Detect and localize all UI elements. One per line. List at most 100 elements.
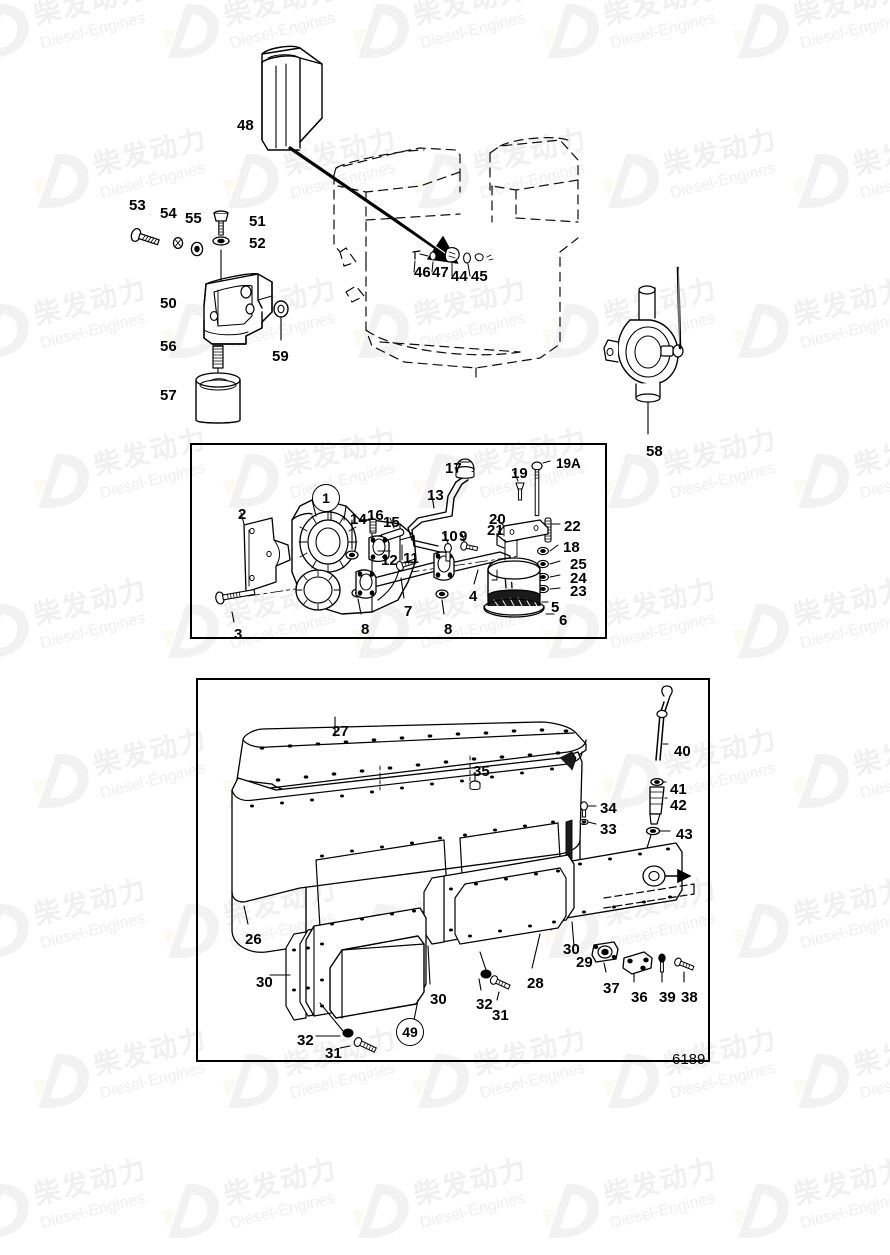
callout-47: 47 (432, 264, 449, 281)
callout-3: 3 (234, 626, 243, 643)
part-11-bolt (395, 558, 417, 572)
callout-55: 55 (185, 210, 202, 227)
callout-45: 45 (471, 268, 488, 285)
callout-21: 21 (487, 522, 504, 539)
part-48-filler-cap (261, 45, 323, 151)
callout-29: 29 (576, 954, 593, 971)
callout-48: 48 (237, 117, 254, 134)
callout-32: 32 (297, 1032, 314, 1049)
part-18-washer (536, 546, 550, 556)
callout-56: 56 (160, 338, 177, 355)
callout-11: 11 (403, 550, 419, 567)
callout-circled-49: 49 (396, 1018, 424, 1046)
callout-20: 20 (489, 511, 506, 528)
callout-26: 26 (245, 931, 262, 948)
callout-37: 37 (603, 980, 620, 997)
callout-18: 18 (563, 539, 580, 556)
callout-50: 50 (160, 295, 177, 312)
callout-51: 51 (249, 213, 266, 230)
callout-15: 15 (383, 514, 400, 531)
callout-8: 8 (444, 621, 453, 638)
callout-31: 31 (325, 1045, 342, 1062)
part-49-module (285, 907, 427, 1021)
part-39-bolt (658, 953, 666, 973)
part-35-plug (469, 780, 481, 790)
callout-23: 23 (570, 583, 587, 600)
part-58-sender (603, 266, 684, 403)
callout-13: 13 (427, 487, 444, 504)
callout-9: 9 (459, 528, 468, 545)
pipe-flange-left (355, 569, 377, 599)
part-51-bolt (213, 210, 229, 236)
callout-30: 30 (563, 941, 580, 958)
part-32-washer-b (480, 969, 492, 979)
callout-10: 10 (441, 528, 458, 545)
part-28-cover-middle (435, 854, 575, 945)
engine-block-ghost (333, 137, 579, 379)
callout-42: 42 (670, 797, 687, 814)
callout-12: 12 (381, 552, 398, 569)
callout-2: 2 (238, 506, 247, 523)
part-36-cover (622, 951, 653, 975)
part-38-bolt (674, 957, 695, 971)
callout-16: 16 (367, 507, 384, 524)
callout-33: 33 (600, 821, 617, 838)
callout-30: 30 (430, 991, 447, 1008)
diagram-artwork (130, 45, 695, 1053)
callout-17: 17 (445, 460, 462, 477)
callout-54: 54 (160, 205, 177, 222)
part-31-bolt-a (353, 1037, 377, 1053)
part-3-bolt (215, 589, 256, 605)
part-9-bolt (460, 541, 479, 552)
callout-57: 57 (160, 387, 177, 404)
part-19A-bolt (531, 461, 543, 517)
part-5-6-strainer (483, 539, 545, 618)
callout-19: 19 (511, 465, 528, 482)
part-8-washer-b (435, 589, 449, 599)
callout-30: 30 (256, 974, 273, 991)
callout-58: 58 (646, 443, 663, 460)
part-31-bolt-b (489, 975, 511, 990)
callout-38: 38 (681, 989, 698, 1006)
callout-46: 46 (414, 264, 431, 281)
part-53-bolt (130, 228, 160, 246)
part-10-bolt (444, 543, 452, 562)
callout-4: 4 (469, 588, 478, 605)
part-32-washer-a (342, 1028, 354, 1038)
part-52-washer (212, 236, 230, 246)
callout-41: 41 (670, 781, 687, 798)
part-33-washer (579, 818, 589, 826)
pipe-flange-right (433, 551, 455, 581)
part-19-pin (515, 482, 525, 501)
part-29-cover-right (559, 842, 692, 919)
callout-6: 6 (559, 612, 568, 629)
callout-32: 32 (476, 996, 493, 1013)
callout-43: 43 (676, 826, 693, 843)
callout-27: 27 (332, 723, 349, 740)
parts-44-47-group (412, 247, 494, 277)
part-2-gasket (243, 517, 291, 593)
callout-39: 39 (659, 989, 676, 1006)
callout-40: 40 (674, 743, 691, 760)
callout-8: 8 (361, 621, 370, 638)
callout-36: 36 (631, 989, 648, 1006)
part-34-bolt (580, 801, 588, 818)
part-54-washer (172, 236, 184, 250)
part-55-washer (190, 241, 204, 257)
callout-34: 34 (600, 800, 617, 817)
callout-31: 31 (492, 1007, 509, 1024)
part-14-washer (345, 550, 359, 560)
callout-28: 28 (527, 975, 544, 992)
callout-14: 14 (350, 511, 367, 528)
callout-24: 24 (570, 570, 587, 587)
callout-53: 53 (129, 197, 146, 214)
callout-circled-1: 1 (312, 484, 340, 512)
callout-7: 7 (404, 603, 413, 620)
part-56-nipple (212, 345, 224, 369)
part-59-oring (273, 300, 289, 318)
part-57-oil-filter (195, 372, 241, 424)
part-30-gasket-middle (423, 875, 445, 945)
callout-22: 22 (564, 518, 581, 535)
diagram-reference-number: 6189 (672, 1051, 706, 1068)
